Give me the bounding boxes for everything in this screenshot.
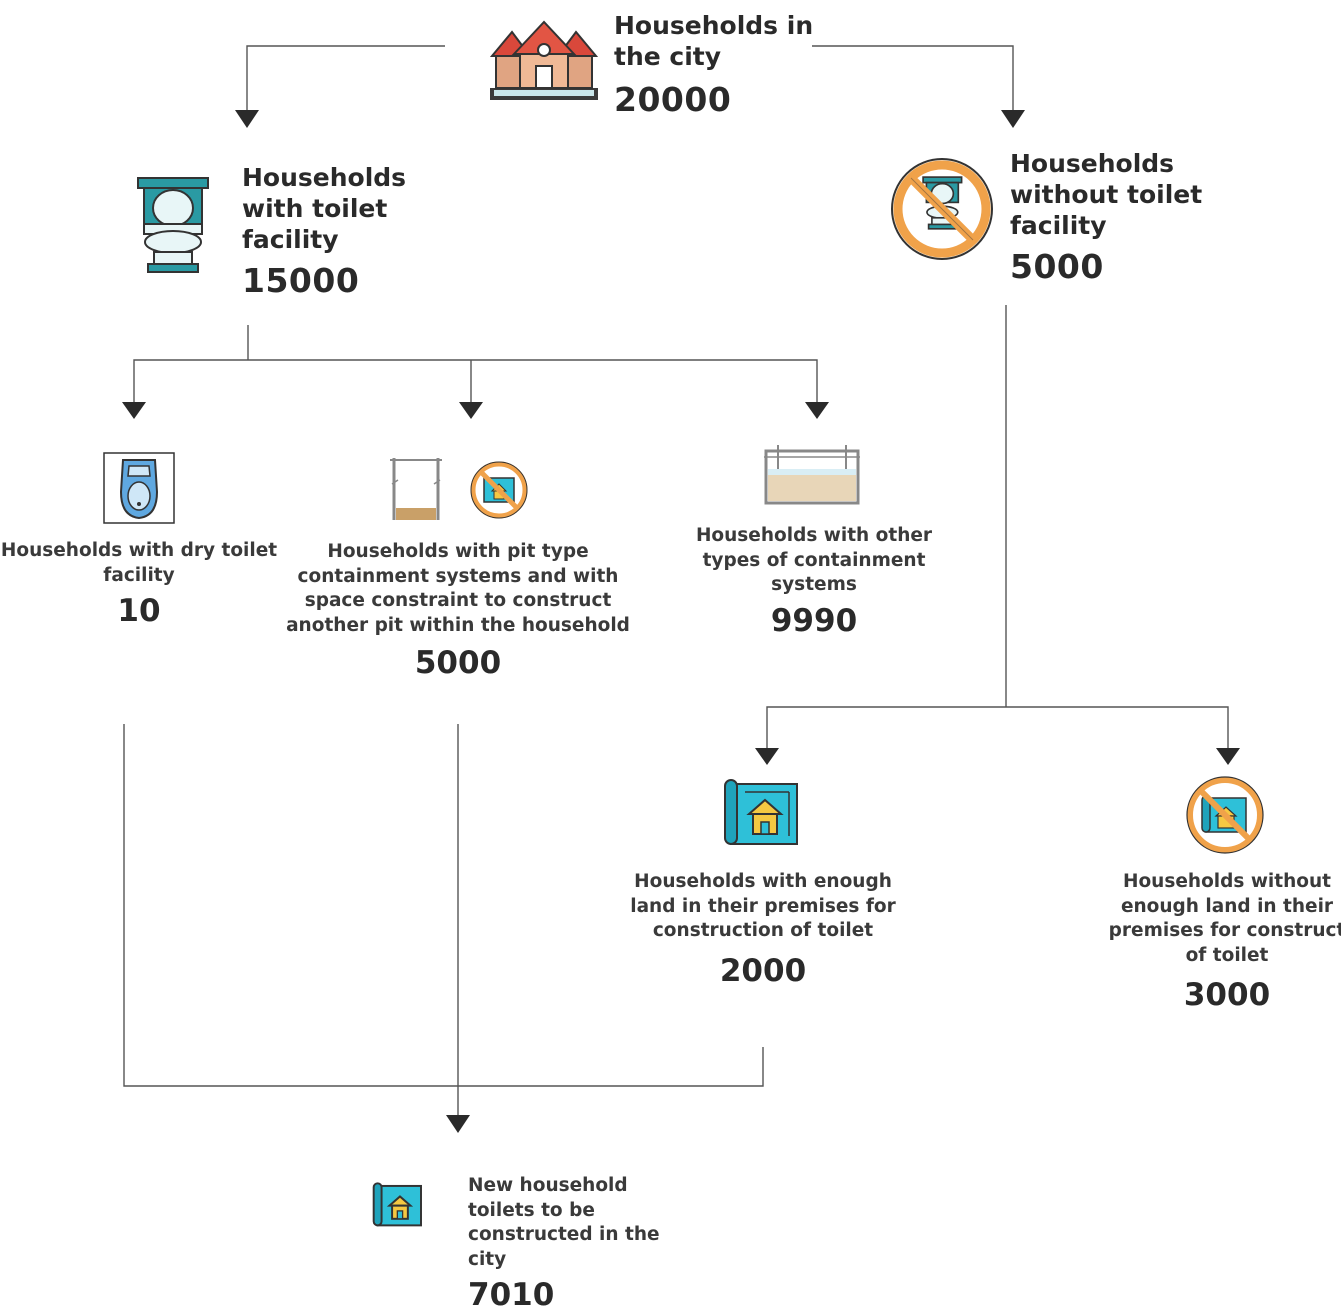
new-toilets-line4: city bbox=[468, 1248, 507, 1270]
tank-icon bbox=[764, 443, 860, 505]
new-toilets-label: New household toilets to be constructed … bbox=[468, 1174, 660, 1314]
land-plan-icon bbox=[723, 778, 801, 848]
enough-land-line1: Households with enough bbox=[634, 871, 892, 892]
dry-toilet-value: 10 bbox=[117, 593, 161, 629]
other-containment-line1: Households with other bbox=[695, 525, 933, 546]
with-toilet-line1: Households bbox=[242, 163, 407, 192]
pit-icon bbox=[388, 454, 444, 524]
houses-icon bbox=[489, 16, 599, 102]
city-title-line2: the city bbox=[614, 42, 722, 71]
city-value: 20000 bbox=[614, 80, 732, 119]
with-toilet-value: 15000 bbox=[242, 261, 360, 300]
without-land-value: 3000 bbox=[1183, 977, 1271, 1013]
without-land-line4: of toilet bbox=[1185, 944, 1269, 966]
new-toilets-value: 7010 bbox=[468, 1277, 555, 1313]
without-toilet-value: 5000 bbox=[1010, 247, 1104, 286]
without-toilet-line1: Households bbox=[1010, 149, 1175, 178]
enough-land-line3: construction of toilet bbox=[652, 920, 874, 941]
pit-type-line1: Households with pit type bbox=[327, 541, 589, 562]
land-plan-icon bbox=[372, 1182, 424, 1228]
no-land-icon bbox=[1186, 776, 1264, 854]
without-toilet-line2: without toilet bbox=[1010, 180, 1203, 209]
new-toilets-line1: New household bbox=[468, 1175, 628, 1196]
new-toilets-line2: toilets to be bbox=[468, 1199, 595, 1221]
pit-type-line4: another pit within the household bbox=[286, 614, 630, 636]
without-toilet-line3: facility bbox=[1010, 211, 1107, 240]
other-containment-value: 9990 bbox=[770, 602, 858, 639]
with-toilet-label: Households with toilet facility 15000 bbox=[242, 162, 406, 301]
enough-land-line2: land in their premises for bbox=[630, 895, 896, 917]
other-containment-label: Households with other types of containme… bbox=[684, 524, 944, 640]
city-title-line1: Households in bbox=[614, 11, 814, 40]
no-land-icon bbox=[470, 461, 528, 519]
without-land-label: Households without enough land in their … bbox=[1090, 870, 1341, 1014]
pit-type-line2: containment systems and with bbox=[297, 565, 619, 587]
without-land-line3: premises for construct bbox=[1108, 920, 1341, 941]
dry-toilet-label: Households with dry toilet facility 10 bbox=[0, 539, 278, 630]
new-toilets-line3: constructed in the bbox=[468, 1224, 660, 1245]
enough-land-value: 2000 bbox=[719, 952, 807, 989]
other-containment-line2: types of containment bbox=[702, 549, 926, 571]
with-toilet-line2: with toilet bbox=[242, 194, 388, 223]
pit-type-label: Households with pit type containment sys… bbox=[283, 540, 633, 682]
without-toilet-label: Households without toilet facility 5000 bbox=[1010, 148, 1202, 287]
dry-toilet-line1: Households with dry toilet bbox=[0, 540, 278, 561]
toilet-icon bbox=[136, 176, 210, 276]
dry-toilet-line2: facility bbox=[103, 564, 175, 586]
city-title: Households in the city 20000 bbox=[614, 10, 813, 120]
urinal-icon bbox=[103, 452, 175, 524]
no-toilet-icon bbox=[887, 154, 997, 264]
pit-type-value: 5000 bbox=[414, 645, 502, 681]
pit-type-line3: space constraint to construct bbox=[304, 590, 612, 611]
with-toilet-line3: facility bbox=[242, 225, 339, 254]
without-land-line1: Households without bbox=[1122, 871, 1331, 892]
without-land-line2: enough land in their bbox=[1120, 895, 1334, 917]
other-containment-line3: systems bbox=[771, 574, 857, 595]
enough-land-label: Households with enough land in their pre… bbox=[618, 870, 908, 990]
